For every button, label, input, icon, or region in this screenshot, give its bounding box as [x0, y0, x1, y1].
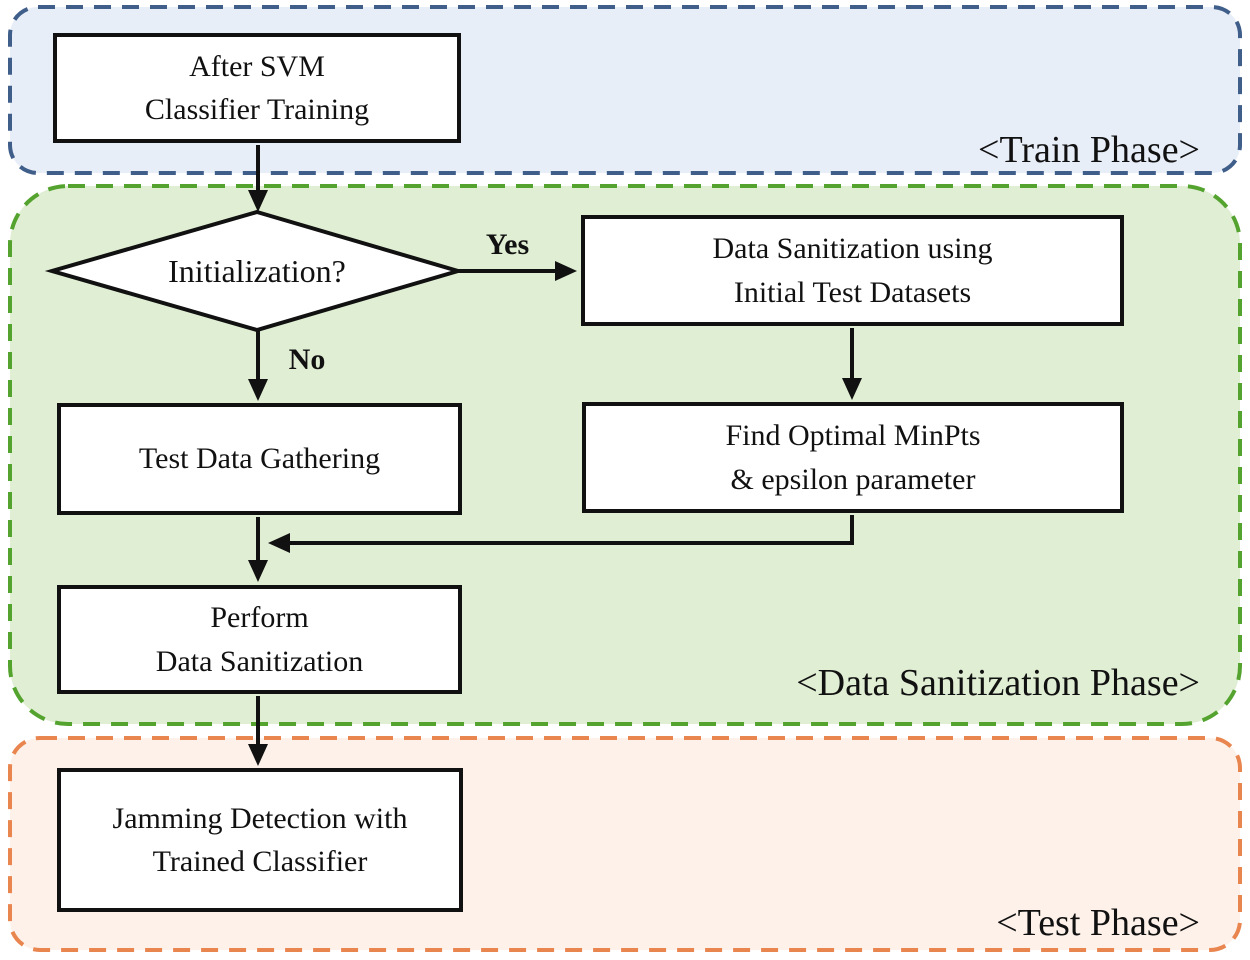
arrow-no-to-test-data-gathering [248, 331, 268, 401]
arrow-yes-to-data-sanitization-using [458, 261, 577, 281]
arrow-to-perform-sanitization [248, 517, 268, 582]
node-perform-data-sanitization: Perform Data Sanitization [57, 585, 462, 694]
initialization-decision-diamond [44, 209, 466, 333]
data-sanitization-phase-label: <Data Sanitization Phase> [796, 662, 1200, 704]
arrow-find-optimal-merge [268, 515, 854, 553]
node-test-data-gathering: Test Data Gathering [57, 403, 462, 515]
arrow-after-svm-to-initialization [248, 145, 268, 212]
arrow-to-jamming-detection [248, 696, 268, 766]
node-data-sanitization-using-initial-datasets: Data Sanitization using Initial Test Dat… [581, 215, 1124, 326]
train-phase-label: <Train Phase> [978, 129, 1200, 171]
node-after-svm-classifier-training: After SVM Classifier Training [53, 33, 461, 143]
edge-label-no: No [288, 343, 326, 376]
test-phase-label: <Test Phase> [996, 902, 1200, 944]
node-jamming-detection-trained-classifier: Jamming Detection with Trained Classifie… [57, 768, 463, 912]
edge-label-yes: Yes [485, 228, 530, 261]
node-initialization-decision-label: Initialization? [168, 252, 346, 289]
arrow-to-find-optimal [842, 328, 862, 400]
node-find-optimal-minpts-epsilon: Find Optimal MinPts & epsilon parameter [582, 402, 1124, 513]
